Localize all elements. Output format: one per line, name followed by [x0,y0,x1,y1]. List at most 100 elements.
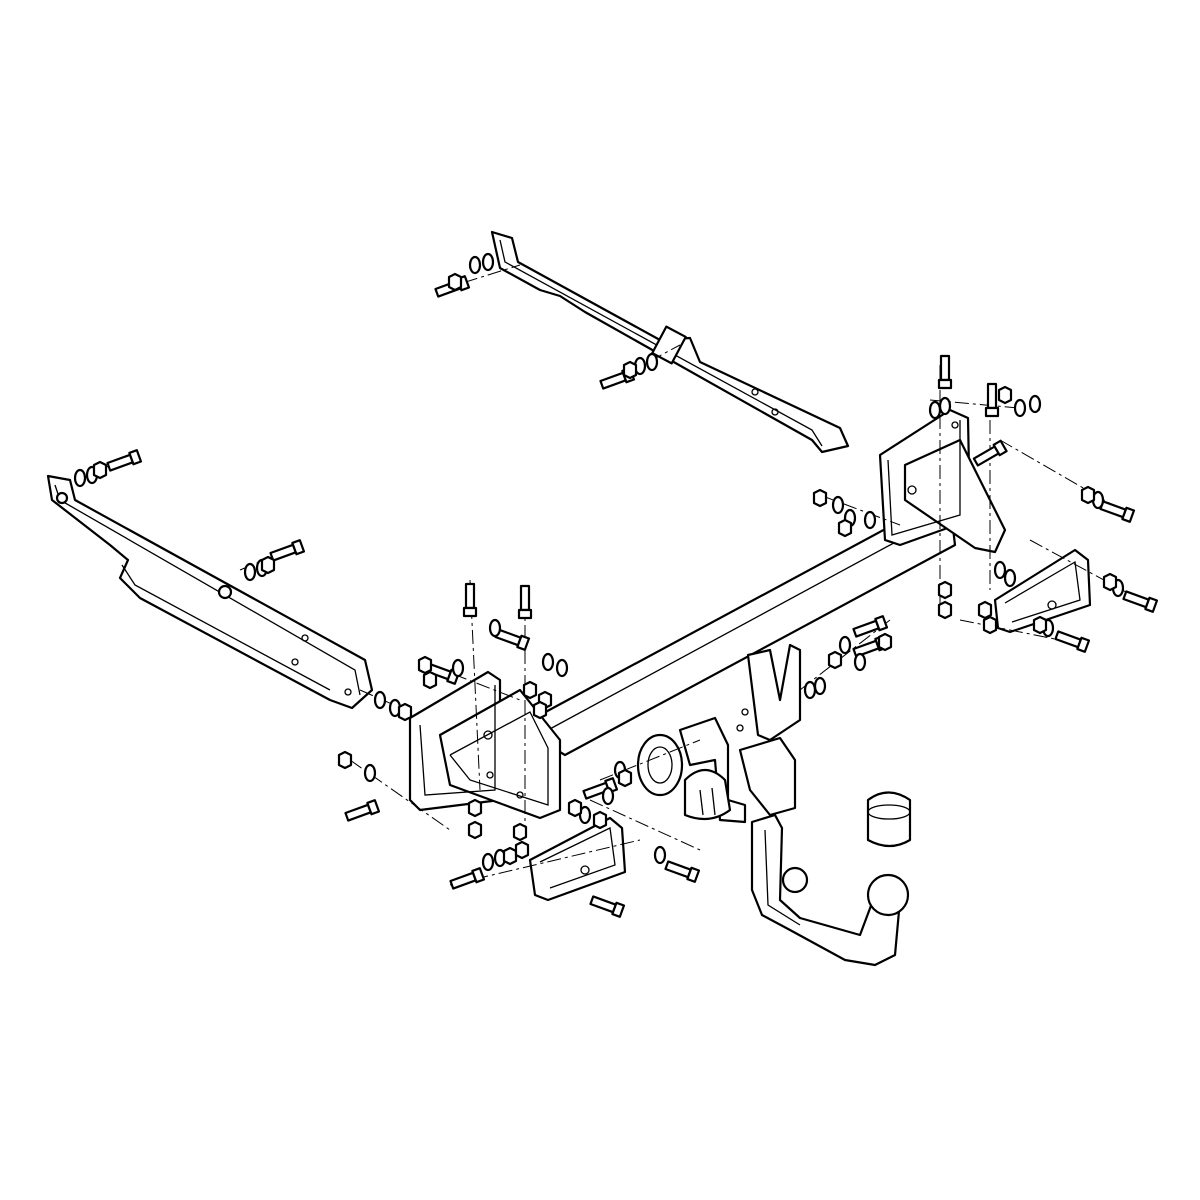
bolt [1122,590,1159,613]
washer [601,786,615,806]
bolt-shank [852,619,880,638]
washer [1028,394,1042,414]
centerline [599,739,701,781]
washer [1003,568,1017,588]
washer [993,560,1007,580]
bolt [937,354,953,390]
bolt [852,615,889,638]
bolt-head [1121,506,1136,523]
bolt [269,539,306,562]
centerline [604,344,681,386]
bolt-shank [1099,500,1127,519]
washer [1013,398,1027,418]
nut [260,555,276,575]
bolt-head [937,378,953,390]
centerline [429,664,521,701]
nut [92,460,108,480]
washer [541,652,555,672]
washer [481,252,495,272]
washer [853,652,867,672]
tow-ball-neck [750,813,910,967]
fasteners [73,252,1159,918]
bolt-head [992,439,1008,457]
bolt-shank [1054,630,1082,649]
bolt [1054,630,1091,653]
bolt-head [1076,636,1091,653]
nut [1032,615,1048,635]
nut [937,600,953,620]
bolt [664,860,701,883]
washer [373,690,387,710]
nut [982,615,998,635]
nut [417,655,433,675]
bolt-shank [519,584,531,612]
nut [827,650,843,670]
nut [877,632,893,652]
bolt [972,439,1008,467]
bolt-shank [464,582,476,610]
nut [567,798,583,818]
washer [813,676,827,696]
washer [653,845,667,865]
bolt [589,895,626,918]
bolt [449,867,486,890]
nut [997,385,1013,405]
nut [512,822,528,842]
nut [532,700,548,720]
bolt-shank [344,803,372,822]
nut [422,670,438,690]
bolt-shank [449,871,477,890]
bolt-head [128,449,143,466]
bolt [984,382,1000,418]
centerline [799,619,891,691]
nut [522,680,538,700]
nut [1102,572,1118,592]
washer [578,805,592,825]
bolt [106,449,143,472]
bottom-side-plate [528,816,627,902]
electrical-socket [636,733,732,821]
ball-cap [866,791,912,848]
bolt-head [462,606,478,618]
nut [937,580,953,600]
bolt-head [291,539,306,556]
bolt-head [366,799,381,816]
bolt [582,777,619,800]
nut [397,702,413,722]
washer [938,396,952,416]
nut [467,798,483,818]
washer [451,658,465,678]
nut [812,488,828,508]
washer [645,352,659,372]
nut [337,750,353,770]
nut [592,810,608,830]
bolt-head [516,634,531,651]
nut [837,518,853,538]
nut [447,272,463,292]
bolt-shank [106,453,134,472]
nut [617,768,633,788]
bolt-shank [589,895,617,914]
washer [243,562,257,582]
bolt [462,582,478,618]
left-rail [46,474,374,710]
left-mount-bracket [408,670,562,820]
washer [363,763,377,783]
right-mount-bracket [878,408,1007,554]
bolt-shank [972,445,1000,467]
washer [928,400,942,420]
washer [555,658,569,678]
centerline [589,799,701,851]
bolt [1099,500,1136,523]
bolt-shank [269,543,297,562]
bolt-head [1144,596,1159,613]
nut [977,600,993,620]
nut [502,846,518,866]
nut [622,360,638,380]
bolt [344,799,381,822]
bolt-shank [599,371,627,390]
bolt-shank [1122,590,1150,609]
bolt-head [471,867,486,884]
nut [467,820,483,840]
